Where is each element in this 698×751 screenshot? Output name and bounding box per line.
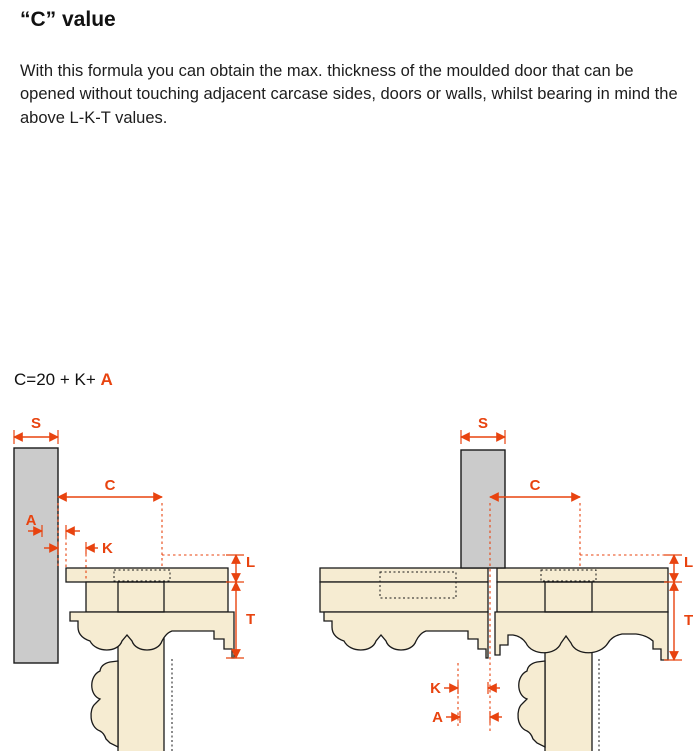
- right-door-mid-board: [496, 581, 669, 613]
- left-door-mid-board: [319, 581, 489, 613]
- dimension-c: C: [57, 477, 163, 567]
- dimension-a: A: [26, 512, 80, 567]
- label-l: L: [684, 554, 693, 571]
- carcase-partition-panel: [460, 449, 506, 569]
- hidden-hinge-outline: [379, 571, 457, 599]
- label-k: K: [430, 680, 441, 697]
- carcase-side-panel: [13, 447, 59, 664]
- door-moulding-profile: [69, 611, 235, 659]
- label-l: L: [246, 554, 255, 571]
- page-title: “C” value: [20, 8, 116, 31]
- left-door-top-board: [319, 567, 489, 583]
- label-c: C: [105, 477, 116, 494]
- right-diagram: S C L T: [319, 415, 693, 751]
- door-mid-board: [85, 581, 229, 613]
- dimension-s: S: [13, 415, 59, 444]
- hidden-notch-outline: [540, 569, 597, 582]
- stile-through-board-outline: [117, 581, 165, 613]
- formula-base: C=20 + K+: [14, 370, 101, 389]
- dimension-k: K: [430, 663, 500, 727]
- dimension-a: A: [432, 709, 502, 726]
- label-s: S: [31, 415, 41, 432]
- stile-through-board-outline: [544, 581, 593, 613]
- left-diagram: S C A: [13, 415, 255, 751]
- dimension-s: S: [460, 415, 506, 444]
- formula-variable-a: A: [100, 370, 113, 389]
- dimension-c: C: [489, 477, 581, 733]
- hidden-notch-outline: [113, 569, 171, 582]
- label-t: T: [246, 611, 255, 628]
- stile-moulding-profile: [90, 660, 119, 749]
- right-door-moulding-profile: [494, 611, 669, 661]
- left-door-moulding-profile: [323, 611, 489, 659]
- intro-paragraph: With this formula you can obtain the max…: [20, 62, 678, 127]
- label-a: A: [432, 709, 443, 726]
- dimension-l-t: L T: [162, 554, 255, 659]
- label-s: S: [478, 415, 488, 432]
- dimension-k: K: [44, 540, 113, 581]
- label-c: C: [530, 477, 541, 494]
- technical-diagram: S C A: [13, 415, 693, 751]
- label-a: A: [26, 512, 37, 529]
- dimension-l-t: L T: [580, 554, 693, 661]
- label-t: T: [684, 612, 693, 629]
- c-value-formula: C=20 + K+ A: [14, 370, 113, 390]
- stile-moulding-profile: [517, 660, 546, 749]
- label-k: K: [102, 540, 113, 557]
